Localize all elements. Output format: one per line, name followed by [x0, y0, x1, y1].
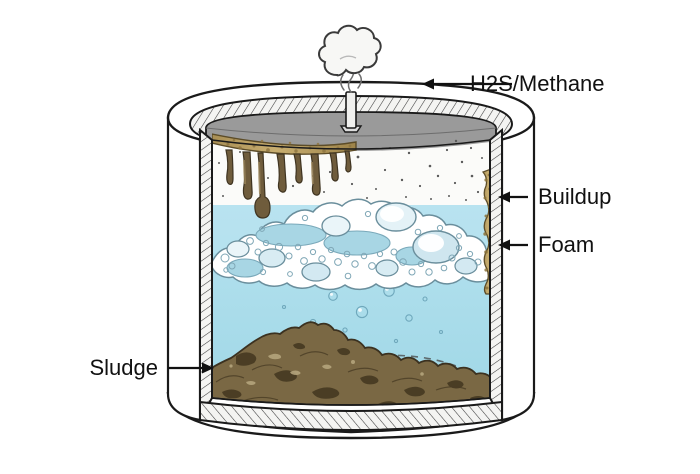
label-sludge: Sludge — [89, 355, 158, 380]
callout-gas[interactable]: H2S/Methane — [422, 71, 605, 96]
tank-shell-right — [500, 116, 536, 422]
tank-wall-left-cut — [199, 127, 213, 421]
label-h2s-methane: H2S/Methane — [470, 71, 605, 96]
tank-wall-right-cut — [489, 127, 503, 421]
foam-small-bubbles — [220, 210, 482, 280]
drip-highlights — [243, 160, 314, 194]
vent-pipe — [345, 91, 357, 129]
tank-body — [166, 24, 536, 440]
gas-arrowhead-icon — [422, 78, 434, 90]
sludge-layer — [212, 321, 490, 405]
callout-foam[interactable]: Foam — [498, 232, 594, 257]
callout-buildup[interactable]: Buildup — [498, 184, 611, 209]
callout-sludge[interactable]: Sludge — [89, 355, 214, 380]
gas-vent-assembly — [318, 24, 382, 133]
foam-open-patches — [226, 223, 429, 278]
tank-shell-left — [166, 116, 202, 422]
sludge-mound — [212, 321, 490, 405]
sludge-arrowhead-icon — [202, 362, 214, 374]
wall-crust — [481, 167, 490, 295]
foam-large-bubbles — [226, 202, 478, 282]
foam-arrowhead-icon — [498, 239, 510, 251]
label-buildup: Buildup — [538, 184, 611, 209]
buildup-arrowhead-icon — [498, 191, 510, 203]
water-bubble-highlights — [330, 287, 389, 312]
gas-cloud-inner-line — [339, 55, 357, 60]
foam-layer — [212, 198, 490, 291]
label-foam: Foam — [538, 232, 594, 257]
tank-floor-cut — [199, 400, 503, 431]
lid-underside-seam — [205, 127, 497, 137]
water-bubbles — [281, 285, 444, 352]
ceiling-drips — [225, 149, 352, 219]
gas-cloud — [318, 24, 382, 77]
callout-labels: H2S/Methane Buildup Foam Sludge — [89, 71, 611, 380]
tank-interior-outline — [211, 139, 491, 406]
sludge-highlights — [229, 353, 424, 385]
